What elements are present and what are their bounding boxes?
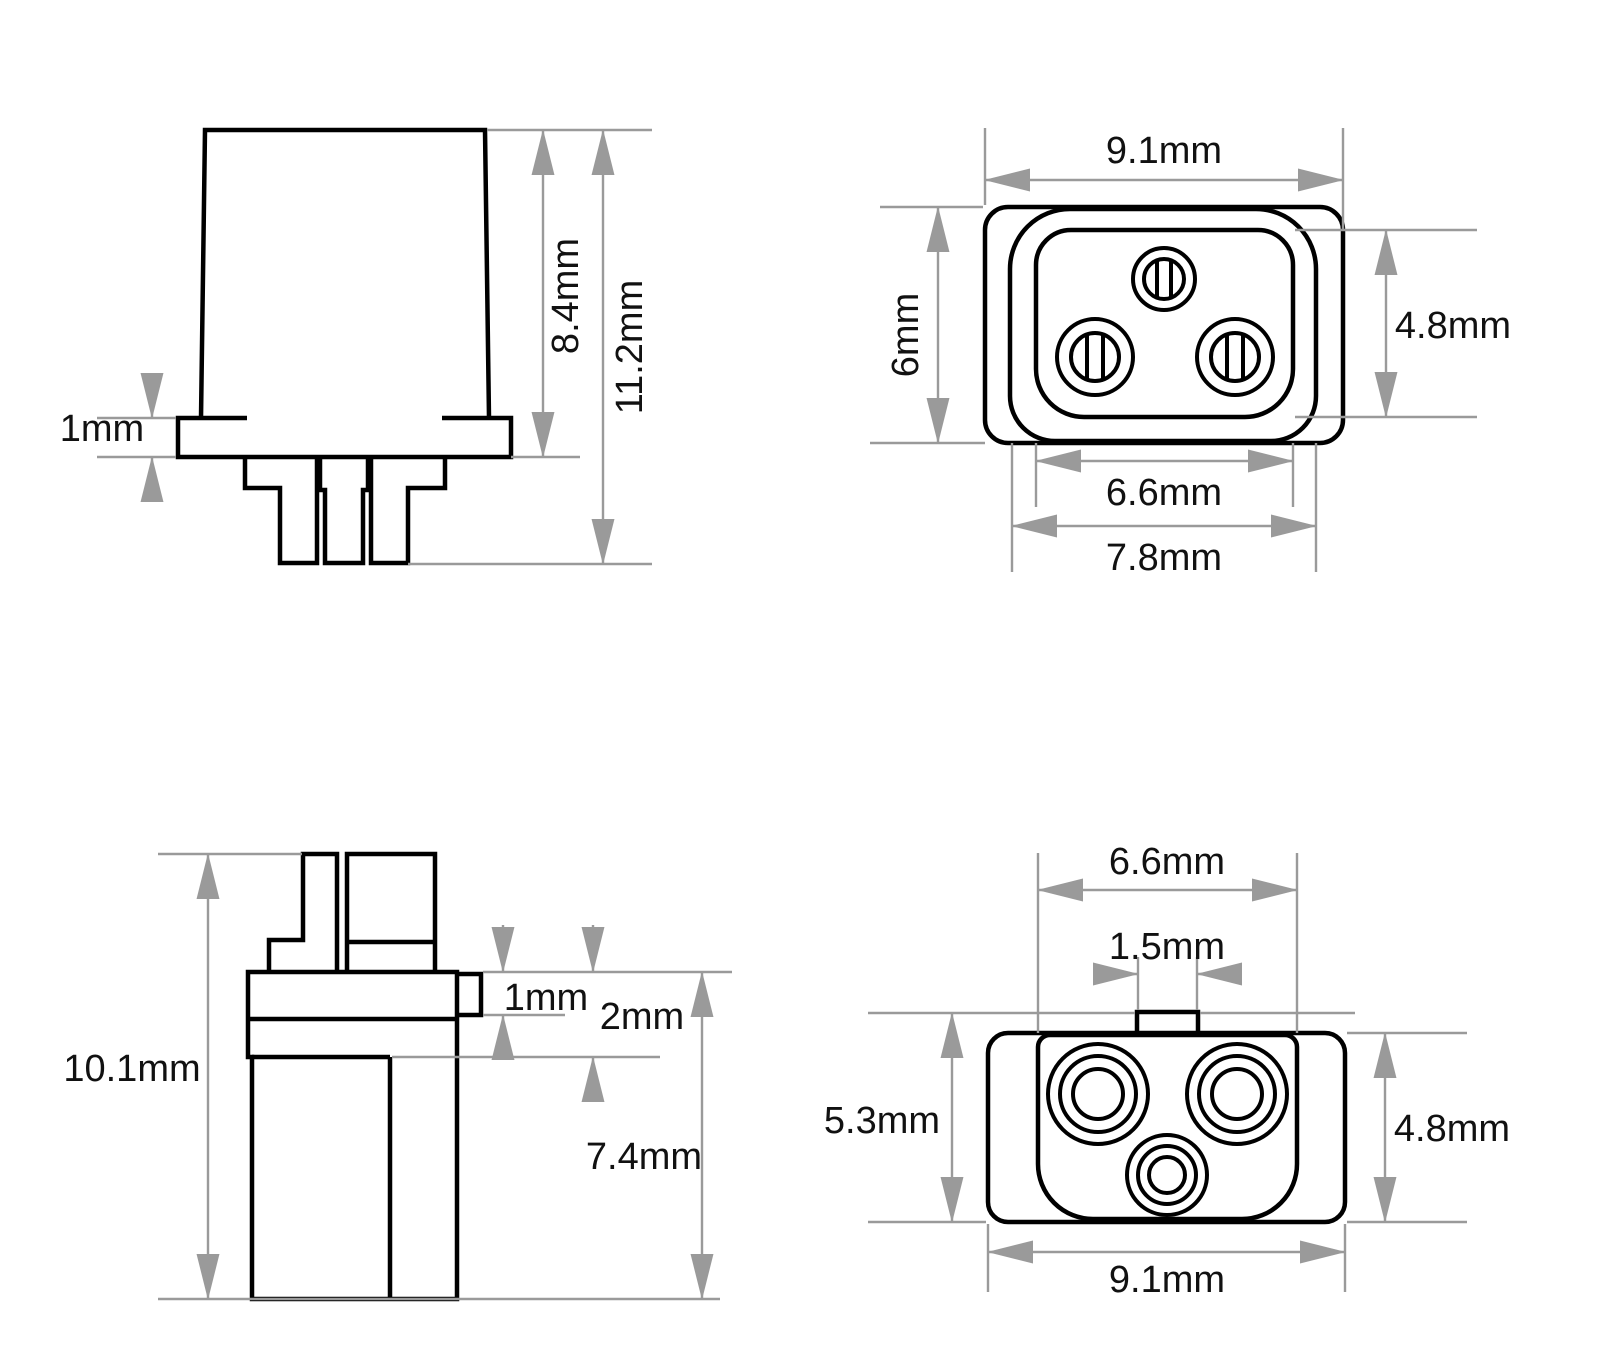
- dim-label-overall-height: 6mm: [885, 293, 927, 377]
- flange-outline: [175, 415, 514, 460]
- connector-back-outline: [985, 1009, 1348, 1225]
- right-pin: [368, 457, 448, 566]
- dim-label-tab-width: 1.5mm: [1109, 926, 1225, 968]
- outer-housing: [982, 204, 1346, 446]
- back-hole-bottom: [1125, 1133, 1209, 1217]
- recess-outline: [1033, 227, 1296, 420]
- dim-label-body-height: 8.4mm: [545, 238, 587, 354]
- socket-outline: [982, 204, 1346, 446]
- dim-label-recess-height: 4.8mm: [1395, 305, 1511, 347]
- connector-body-outline: [175, 127, 514, 566]
- middle-pin: [317, 457, 371, 566]
- dim-label-overall-height: 10.1mm: [63, 1048, 200, 1090]
- socket-hole-right: [1195, 317, 1275, 397]
- side-view-pins-up: 10.1mm 1mm 2mm 7.4mm: [63, 851, 732, 1302]
- connector-body-outline: [245, 851, 484, 1302]
- dimension-lines: [940, 878, 1397, 1264]
- extension-lines: [158, 852, 732, 1301]
- top-tab: [1134, 1009, 1201, 1033]
- dim-label-overall-width: 9.1mm: [1109, 1259, 1225, 1301]
- dim-label-recess-width: 6.6mm: [1106, 472, 1222, 514]
- back-hole-left: [1046, 1042, 1150, 1146]
- dim-label-flange-thickness: 1mm: [60, 408, 144, 450]
- dim-label-body-height: 7.4mm: [586, 1136, 702, 1178]
- dim-label-collar-height: 2mm: [600, 996, 684, 1038]
- inner-face-outline: [1035, 1032, 1300, 1222]
- left-pin: [242, 457, 320, 566]
- extension-lines: [868, 853, 1467, 1292]
- back-hole-right: [1185, 1042, 1289, 1146]
- shroud-outline: [1007, 206, 1319, 444]
- side-tab: [457, 971, 484, 1018]
- dim-label-overall-width: 9.1mm: [1106, 130, 1222, 172]
- dim-label-overall-height: 11.2mm: [609, 280, 651, 414]
- dim-label-shroud-width: 7.8mm: [1106, 537, 1222, 579]
- dim-label-tab-height: 1mm: [504, 977, 588, 1019]
- dim-label-recess-width: 6.6mm: [1109, 841, 1225, 883]
- right-pin: [344, 851, 438, 972]
- dimension-lines: [140, 129, 615, 565]
- dimension-lines: [926, 168, 1398, 538]
- dim-label-left-height: 5.3mm: [824, 1100, 940, 1142]
- socket-hole-top: [1131, 246, 1197, 312]
- dimension-lines: [196, 853, 714, 1300]
- side-view-pins-down: 1mm 8.4mm 11.2mm: [60, 127, 652, 566]
- dim-label-right-height: 4.8mm: [1394, 1108, 1510, 1150]
- back-face-view: 6.6mm 1.5mm 5.3mm 4.8mm 9.1mm: [824, 841, 1510, 1301]
- left-pin: [266, 851, 340, 972]
- front-socket-face-view: 9.1mm 6mm 4.8mm 6.6mm 7.8mm: [870, 128, 1511, 579]
- socket-hole-left: [1055, 317, 1135, 397]
- body-outline: [198, 127, 492, 419]
- extension-lines: [97, 128, 652, 566]
